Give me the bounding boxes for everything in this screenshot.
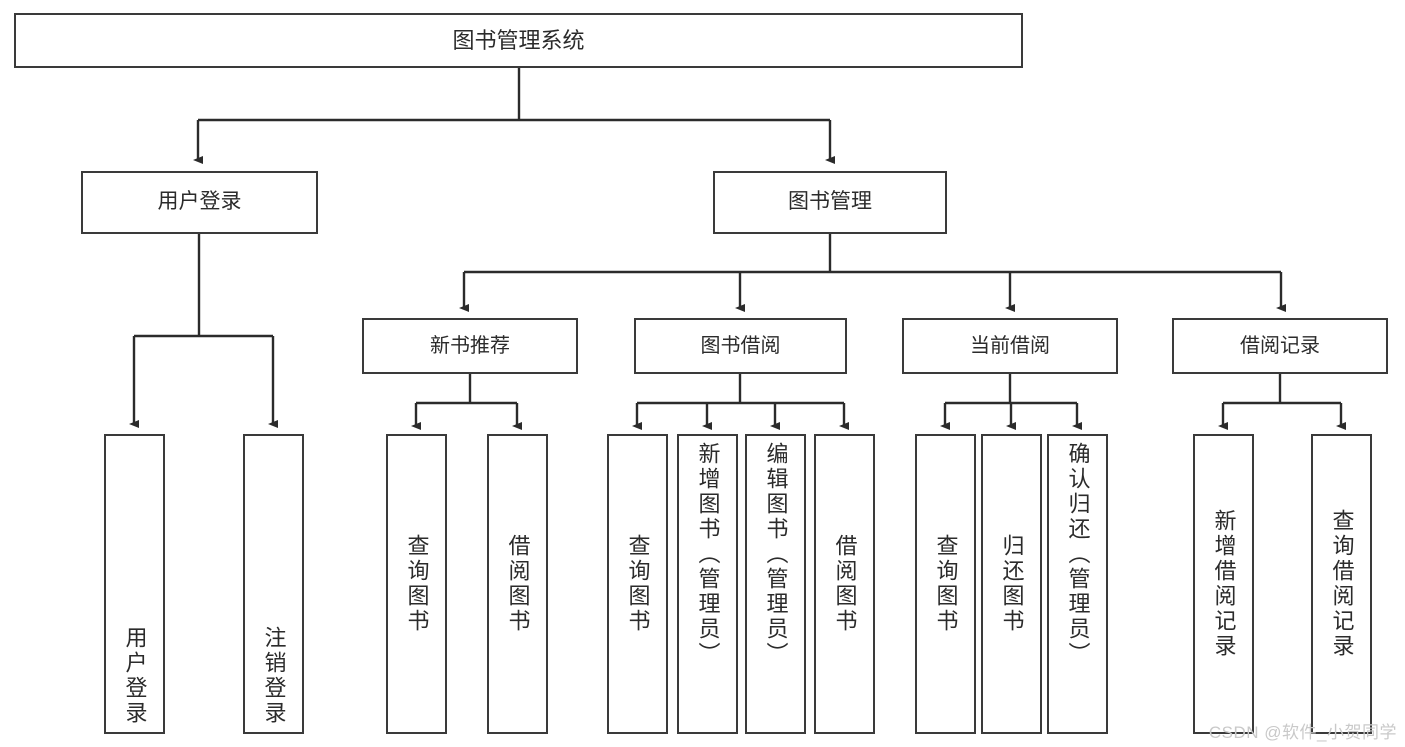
leaf-label: 编辑图书（管理员） <box>763 442 789 667</box>
leaf-user-login-login[interactable]: 用户登录 <box>104 434 165 734</box>
leaf-label: 新增图书（管理员） <box>695 442 721 667</box>
node-label: 当前借阅 <box>970 334 1050 357</box>
node-user-login[interactable]: 用户登录 <box>81 171 318 234</box>
leaf-label: 注销登录 <box>261 626 287 726</box>
leaf-label: 借阅图书 <box>505 534 531 634</box>
node-label: 图书管理系统 <box>452 27 585 53</box>
leaf-borrow-add-book-admin[interactable]: 新增图书（管理员） <box>677 434 738 734</box>
leaf-label: 确认归还（管理员） <box>1065 442 1091 667</box>
leaf-label: 查询借阅记录 <box>1329 509 1355 659</box>
leaf-current-confirm-return-admin[interactable]: 确认归还（管理员） <box>1047 434 1108 734</box>
node-book-management[interactable]: 图书管理 <box>713 171 947 234</box>
node-book-borrow[interactable]: 图书借阅 <box>634 318 847 374</box>
leaf-record-add-record[interactable]: 新增借阅记录 <box>1193 434 1254 734</box>
node-label: 图书借阅 <box>700 334 781 357</box>
leaf-label: 新增借阅记录 <box>1211 509 1237 659</box>
node-borrow-record[interactable]: 借阅记录 <box>1172 318 1388 374</box>
node-new-book-recommend[interactable]: 新书推荐 <box>362 318 578 374</box>
leaf-label: 查询图书 <box>404 534 430 634</box>
leaf-borrow-edit-book-admin[interactable]: 编辑图书（管理员） <box>745 434 806 734</box>
node-label: 用户登录 <box>157 190 242 214</box>
leaf-label: 借阅图书 <box>832 534 858 634</box>
leaf-label: 用户登录 <box>122 626 148 726</box>
node-root-system[interactable]: 图书管理系统 <box>14 13 1023 68</box>
leaf-user-login-logout[interactable]: 注销登录 <box>243 434 304 734</box>
leaf-new-book-borrow[interactable]: 借阅图书 <box>487 434 548 734</box>
node-label: 新书推荐 <box>430 334 510 357</box>
leaf-current-return-book[interactable]: 归还图书 <box>981 434 1042 734</box>
leaf-label: 查询图书 <box>625 534 651 634</box>
watermark: CSDN @软件_小贺同学 <box>1208 723 1397 742</box>
leaf-current-query-book[interactable]: 查询图书 <box>915 434 976 734</box>
leaf-record-query-record[interactable]: 查询借阅记录 <box>1311 434 1372 734</box>
leaf-label: 归还图书 <box>999 534 1025 634</box>
leaf-new-book-query[interactable]: 查询图书 <box>386 434 447 734</box>
leaf-borrow-borrow-book[interactable]: 借阅图书 <box>814 434 875 734</box>
leaf-label: 查询图书 <box>933 534 959 634</box>
leaf-borrow-query-book[interactable]: 查询图书 <box>607 434 668 734</box>
node-label: 图书管理 <box>788 190 872 214</box>
node-label: 借阅记录 <box>1240 334 1320 357</box>
node-current-borrow[interactable]: 当前借阅 <box>902 318 1118 374</box>
